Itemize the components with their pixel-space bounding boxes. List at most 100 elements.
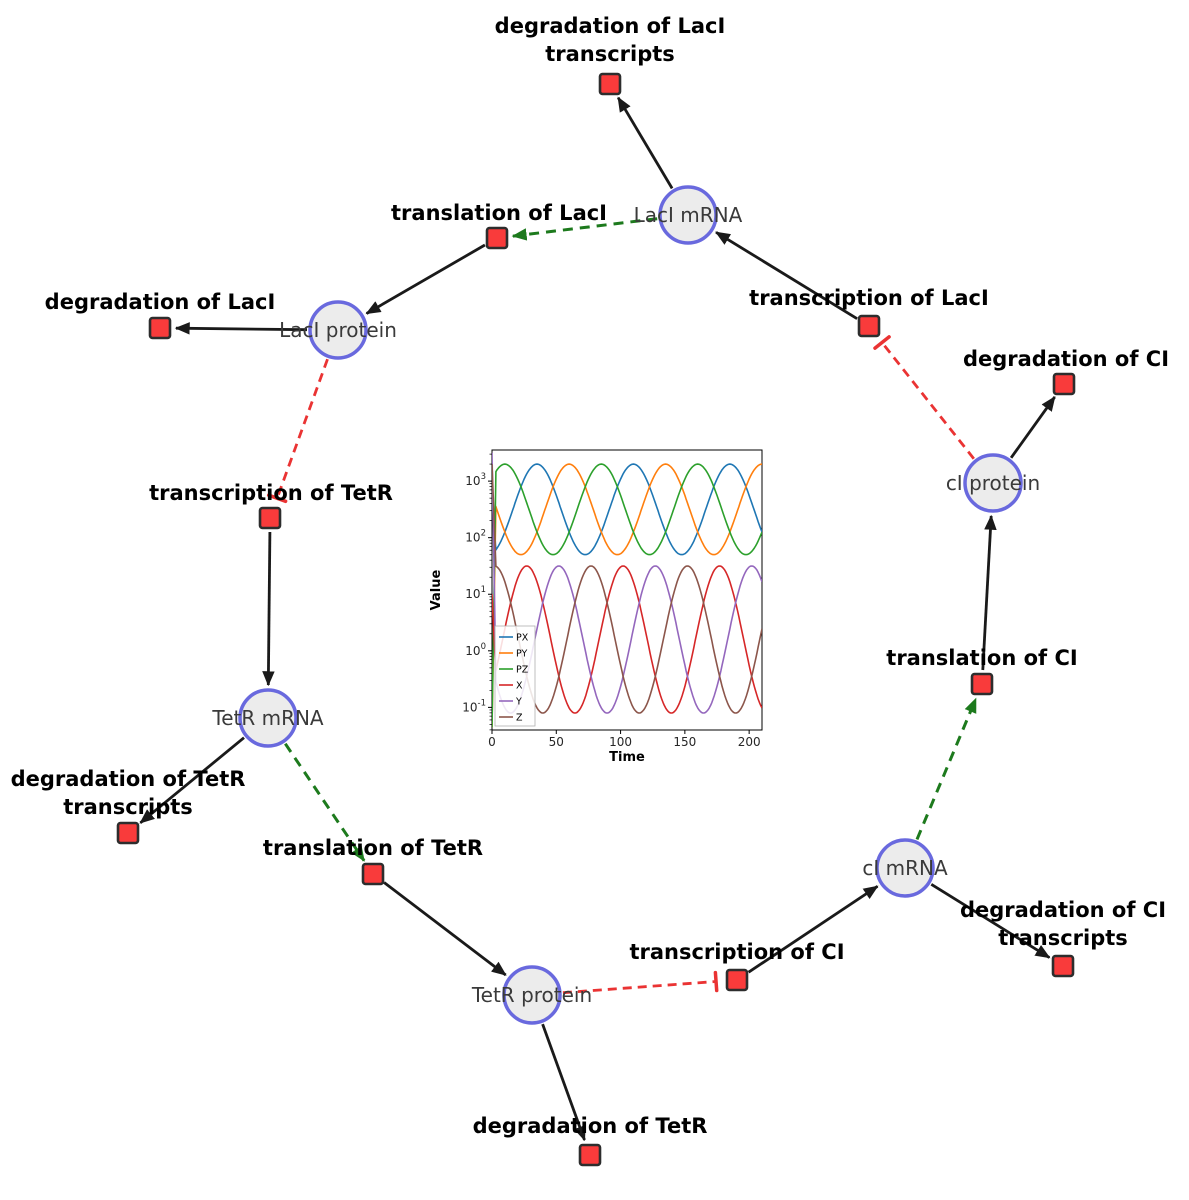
species-circle-icon[interactable] <box>502 965 562 1025</box>
x-tick-label: 200 <box>738 735 761 749</box>
reaction-layer: degradation of LacItranscriptstranslatio… <box>11 14 1169 1167</box>
reaction-node-transcription_laci[interactable]: transcription of LacI <box>749 286 989 338</box>
reaction-square-icon[interactable] <box>857 314 881 338</box>
reaction-label: degradation of LacI <box>495 14 726 38</box>
edge-produce-translation_ci-to-ci_protein <box>981 514 997 671</box>
legend-label-PY: PY <box>516 649 528 660</box>
species-label: LacI protein <box>279 318 397 342</box>
edge-produce-transcription_tetr-to-tetr_mrna <box>262 531 275 687</box>
species-node-ci_mrna[interactable]: cI mRNA <box>862 838 948 898</box>
species-label: LacI mRNA <box>634 203 743 227</box>
species-circle-icon[interactable] <box>658 185 718 245</box>
chart-series-PX <box>492 463 762 556</box>
chart-series-Z <box>492 464 762 714</box>
legend-label-Y: Y <box>515 697 522 708</box>
x-tick-label: 50 <box>549 735 564 749</box>
species-node-tetr_protein[interactable]: TetR protein <box>471 965 592 1025</box>
edge-consume-tetr_protein-to-deg_tetr <box>541 1023 586 1142</box>
y-tick-label: 10-1 <box>462 698 486 714</box>
chart-series-X <box>492 565 762 714</box>
species-label: cI protein <box>946 471 1040 495</box>
reaction-node-translation_tetr[interactable]: translation of TetR <box>263 836 483 886</box>
reaction-node-deg_ci[interactable]: degradation of CI <box>963 347 1169 396</box>
reaction-label: degradation of LacI <box>45 290 276 314</box>
reaction-square-icon[interactable] <box>485 226 509 250</box>
reaction-square-icon[interactable] <box>116 821 140 845</box>
reaction-label: transcription of LacI <box>749 286 989 310</box>
x-tick-label: 0 <box>488 735 496 749</box>
species-circle-icon[interactable] <box>963 453 1023 513</box>
edge-produce-transcription_laci-to-laci_mrna <box>715 231 858 320</box>
edge-consume-ci_mrna-to-deg_ci_transcripts <box>930 883 1051 959</box>
reaction-node-deg_laci[interactable]: degradation of LacI <box>45 290 276 340</box>
chart-legend: PX PY PZ XYZ <box>494 625 536 727</box>
y-tick-label: 103 <box>465 472 486 488</box>
species-circle-icon[interactable] <box>238 688 298 748</box>
edge-modifier-tetr_mrna-to-translation_tetr <box>284 742 366 862</box>
edge-modifier-laci_mrna-to-translation_laci <box>511 217 658 241</box>
reaction-label: translation of LacI <box>391 201 607 225</box>
reaction-square-icon[interactable] <box>148 316 172 340</box>
edge-produce-translation_laci-to-laci_protein <box>365 243 486 315</box>
reaction-label: transcription of CI <box>629 940 844 964</box>
edge-layer <box>139 96 1056 1142</box>
edge-consume-ci_protein-to-deg_ci <box>1009 395 1056 459</box>
legend-label-Z: Z <box>516 713 523 724</box>
edge-consume-laci_mrna-to-deg_laci_transcripts <box>616 96 674 190</box>
species-label: TetR mRNA <box>211 706 324 730</box>
reaction-label: transcripts <box>63 795 193 819</box>
chart-xlabel: Time <box>609 750 645 765</box>
species-node-laci_mrna[interactable]: LacI mRNA <box>634 185 743 245</box>
edge-inhibit-laci_protein-to-transcription_tetr <box>275 358 329 499</box>
reaction-square-icon[interactable] <box>361 862 385 886</box>
inhibition-tbar-icon <box>873 335 891 350</box>
species-node-ci_protein[interactable]: cI protein <box>946 453 1040 513</box>
reaction-node-deg_tetr[interactable]: degradation of TetR <box>473 1114 708 1167</box>
reaction-square-icon[interactable] <box>578 1143 602 1167</box>
reaction-label: degradation of TetR <box>473 1114 708 1138</box>
reaction-node-transcription_tetr[interactable]: transcription of TetR <box>149 481 393 530</box>
species-label: cI mRNA <box>862 856 948 880</box>
chart-series-PZ <box>492 463 762 728</box>
reaction-node-deg_tetr_transcripts[interactable]: degradation of TetR transcripts <box>11 767 246 845</box>
reaction-label: transcription of TetR <box>149 481 393 505</box>
species-circle-icon[interactable] <box>875 838 935 898</box>
edge-inhibit-tetr_protein-to-transcription_ci <box>562 980 717 995</box>
reaction-square-icon[interactable] <box>598 72 622 96</box>
reaction-square-icon[interactable] <box>725 968 749 992</box>
y-tick-label: 100 <box>465 642 486 658</box>
species-node-tetr_mrna[interactable]: TetR mRNA <box>211 688 324 748</box>
edge-consume-laci_protein-to-deg_laci <box>174 322 308 335</box>
reaction-square-icon[interactable] <box>1051 954 1075 978</box>
y-tick-label: 102 <box>465 529 486 545</box>
species-node-laci_protein[interactable]: LacI protein <box>279 300 397 360</box>
reaction-label: degradation of TetR <box>11 767 246 791</box>
reaction-square-icon[interactable] <box>970 672 994 696</box>
legend-label-X: X <box>516 681 523 692</box>
x-tick-label: 100 <box>609 735 632 749</box>
reaction-node-translation_ci[interactable]: translation of CI <box>886 646 1078 696</box>
edge-inhibit-ci_protein-to-transcription_laci <box>880 341 975 460</box>
edge-consume-tetr_mrna-to-deg_tetr_transcripts <box>139 736 245 824</box>
reaction-node-translation_laci[interactable]: translation of LacI <box>391 201 607 250</box>
species-label: TetR protein <box>471 983 592 1007</box>
legend-label-PX: PX <box>516 633 529 644</box>
inhibition-tbar-icon <box>266 493 288 504</box>
y-tick-label: 101 <box>465 585 486 601</box>
chart-series-layer <box>492 452 762 728</box>
inhibition-tbar-icon <box>713 970 719 993</box>
reaction-node-transcription_ci[interactable]: transcription of CI <box>629 940 845 992</box>
reaction-square-icon[interactable] <box>258 506 282 530</box>
edge-produce-transcription_ci-to-ci_mrna <box>747 885 879 974</box>
reaction-square-icon[interactable] <box>1052 372 1076 396</box>
legend-label-PZ: PZ <box>516 665 529 676</box>
species-circle-icon[interactable] <box>308 300 368 360</box>
reaction-label: transcripts <box>998 926 1128 950</box>
reaction-label: degradation of CI <box>963 347 1169 371</box>
